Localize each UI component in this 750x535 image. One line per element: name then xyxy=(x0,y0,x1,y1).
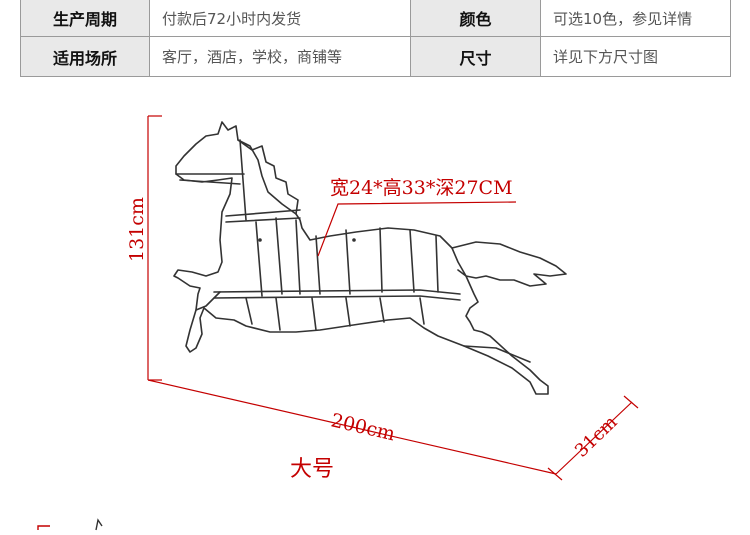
spec-label-color: 颜色 xyxy=(410,0,541,37)
spec-label-production-cycle: 生产周期 xyxy=(20,0,150,37)
height-dimension-label: 131cm xyxy=(126,197,148,262)
spec-row: 生产周期 付款后72小时内发货 颜色 可选10色，参见详情 xyxy=(20,0,731,37)
spec-row: 适用场所 客厅，酒店，学校，商铺等 尺寸 详见下方尺寸图 xyxy=(20,36,731,77)
width-dimension-label: 200cm xyxy=(329,409,397,445)
depth-dimension-label: 31cm xyxy=(571,412,622,462)
horse-shelf-icon xyxy=(173,121,567,395)
dimension-lines xyxy=(147,115,639,481)
size-label: 大号 xyxy=(290,457,334,482)
spec-label-size: 尺寸 xyxy=(410,36,541,77)
spec-value-production-cycle: 付款后72小时内发货 xyxy=(149,0,411,37)
shelf-dimensions-label: 宽24*高33*深27CM xyxy=(330,177,513,199)
spec-value-location: 客厅，酒店，学校，商铺等 xyxy=(149,36,411,77)
spec-value-color: 可选10色，参见详情 xyxy=(540,0,731,37)
spec-value-size: 详见下方尺寸图 xyxy=(540,36,731,77)
dimension-diagram: 宽24*高33*深27CM 131cm 200cm 31cm 大号 xyxy=(0,80,750,531)
next-drawing-fragment xyxy=(37,518,103,531)
spec-table: 生产周期 付款后72小时内发货 颜色 可选10色，参见详情 适用场所 客厅，酒店… xyxy=(20,0,731,77)
horse-shelf-drawing: 宽24*高33*深27CM 131cm 200cm 31cm 大号 xyxy=(37,115,639,531)
spec-label-location: 适用场所 xyxy=(20,36,150,77)
